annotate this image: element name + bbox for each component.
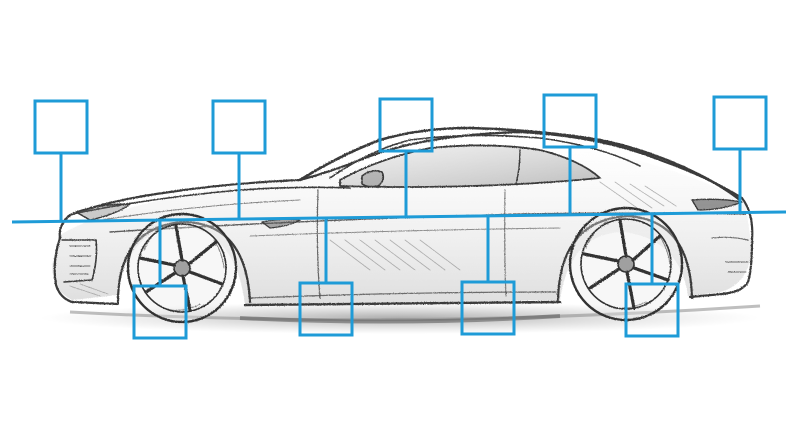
front-grille xyxy=(61,239,98,283)
car-sketch xyxy=(52,126,754,324)
top-callout[interactable] xyxy=(33,99,89,221)
top-callout[interactable] xyxy=(211,99,267,219)
windshield-outline xyxy=(298,126,742,202)
top-callout[interactable] xyxy=(712,95,768,213)
top-callout[interactable] xyxy=(378,97,434,217)
bottom-callout[interactable] xyxy=(624,214,680,338)
bottom-callout[interactable] xyxy=(460,216,516,336)
reference-line xyxy=(11,210,787,224)
car-body-outline xyxy=(58,130,754,299)
tail-light xyxy=(691,198,743,211)
headlight xyxy=(75,203,131,221)
top-callout[interactable] xyxy=(542,93,598,215)
front-wheel xyxy=(126,212,238,324)
bottom-callout[interactable] xyxy=(298,218,354,337)
side-mirror xyxy=(361,169,385,188)
annotation-overlay xyxy=(11,93,787,340)
bottom-callout[interactable] xyxy=(132,220,188,340)
